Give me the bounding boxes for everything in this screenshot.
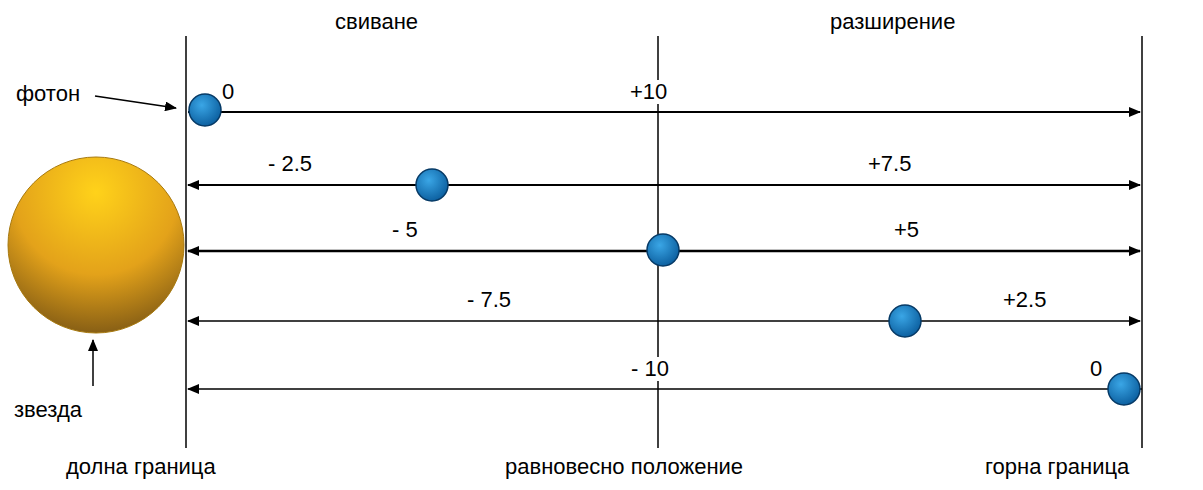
value-number: - 2.5 [268, 152, 312, 176]
axis-label: равновесно положение [505, 455, 743, 479]
leader-arrow [95, 96, 176, 108]
range-arrow [188, 184, 1140, 186]
value-number: 0 [222, 80, 234, 104]
value-number: +10 [627, 80, 670, 104]
range-arrow [188, 388, 1142, 390]
value-number: - 10 [628, 357, 672, 381]
phase-label: свиване [335, 10, 418, 34]
photon [416, 169, 448, 201]
phase-label: разширение [830, 10, 955, 34]
star [8, 157, 184, 333]
upper-boundary [1141, 36, 1143, 448]
value-number: 0 [1090, 357, 1102, 381]
callout-text: звезда [14, 398, 82, 422]
axis-label: горна граница [985, 455, 1129, 479]
lower-boundary [185, 36, 187, 448]
value-number: +7.5 [868, 152, 911, 176]
photon [647, 234, 679, 266]
photon [189, 94, 221, 126]
range-arrow [188, 111, 1140, 113]
photon [1108, 373, 1140, 405]
value-number: - 7.5 [467, 288, 511, 312]
range-arrow [188, 320, 1140, 322]
value-number: +2.5 [1003, 288, 1046, 312]
value-number: +5 [894, 218, 919, 242]
value-number: - 5 [392, 218, 418, 242]
callout-text: фотон [16, 82, 80, 106]
photon [889, 305, 921, 337]
leader-arrow [92, 340, 94, 386]
axis-label: долна граница [66, 455, 216, 479]
